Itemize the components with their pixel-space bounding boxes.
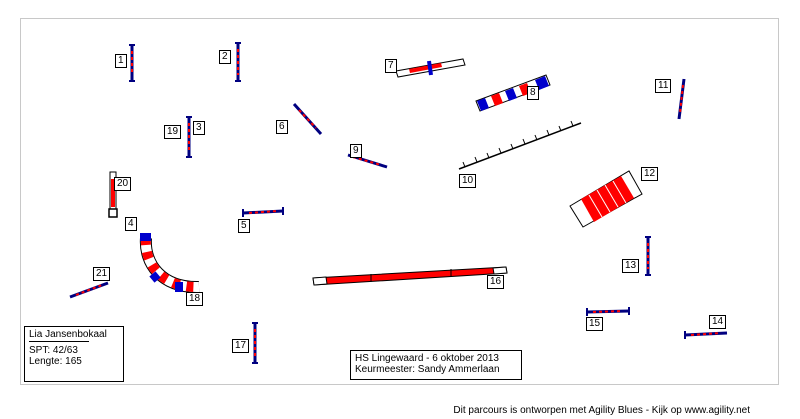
obstacle-number-10: 10 — [459, 174, 477, 188]
obstacle-15-hurdle — [586, 307, 630, 316]
obstacle-number-14: 14 — [709, 315, 727, 329]
obstacle-11-hurdle — [677, 78, 686, 120]
obstacle-number-15: 15 — [586, 317, 604, 331]
obstacle-20-hurdle — [108, 171, 118, 218]
obstacle-10-tire-line — [458, 120, 582, 170]
event-judge: Keurmeester: Sandy Ammerlaan — [355, 364, 500, 375]
obstacle-number-11: 11 — [655, 79, 672, 93]
obstacle-4-tunnel — [139, 233, 200, 294]
obstacle-number-1: 1 — [115, 54, 127, 68]
obstacle-number-19: 19 — [164, 125, 182, 139]
obstacle-number-13: 13 — [622, 259, 640, 273]
obstacle-7-hurdle — [395, 58, 466, 78]
obstacle-number-9: 9 — [350, 144, 362, 158]
obstacle-number-12: 12 — [641, 167, 659, 181]
obstacle-12-table — [569, 170, 643, 228]
course-area: 1 2 3 4 5 6 7 8 9 10 11 12 13 14 15 16 1… — [20, 18, 779, 385]
event-title: HS Lingewaard - 6 oktober 2013 — [355, 353, 499, 364]
obstacle-number-18: 18 — [186, 292, 204, 306]
event-info-box: HS Lingewaard - 6 oktober 2013 Keurmeest… — [350, 350, 522, 380]
footer-credit: Dit parcours is ontworpen met Agility Bl… — [453, 405, 750, 416]
obstacle-number-20: 20 — [114, 177, 132, 191]
handler-name: Lia Jansenbokaal — [29, 329, 107, 340]
obstacle-8-hurdle — [475, 74, 551, 112]
handler-length: Lengte: 165 — [29, 356, 82, 367]
obstacle-number-6: 6 — [276, 120, 288, 134]
handler-spt: SPT: 42/63 — [29, 345, 78, 356]
handler-info-box: Lia Jansenbokaal SPT: 42/63 Lengte: 165 — [24, 326, 124, 382]
obstacle-2-hurdle — [235, 42, 241, 82]
obstacle-6-hurdle — [292, 102, 323, 136]
obstacle-number-5: 5 — [238, 219, 250, 233]
obstacle-number-16: 16 — [487, 275, 505, 289]
obstacle-16-dogwalk — [312, 266, 508, 286]
obstacle-1-hurdle — [129, 44, 135, 82]
obstacle-5-hurdle — [242, 207, 284, 217]
handler-divider — [29, 341, 89, 342]
obstacle-number-7: 7 — [385, 59, 397, 73]
obstacle-17-hurdle — [252, 322, 258, 364]
obstacle-number-2: 2 — [219, 50, 231, 64]
course-obstacles — [69, 42, 728, 364]
obstacle-21-hurdle — [69, 281, 109, 299]
obstacle-number-8: 8 — [527, 86, 539, 100]
obstacle-number-17: 17 — [232, 339, 250, 353]
obstacle-number-3: 3 — [193, 121, 205, 135]
obstacle-3-hurdle — [186, 116, 192, 158]
obstacle-13-hurdle — [645, 236, 651, 276]
obstacle-14-hurdle — [684, 331, 728, 339]
obstacle-number-21: 21 — [93, 267, 111, 281]
obstacle-number-4: 4 — [125, 217, 137, 231]
